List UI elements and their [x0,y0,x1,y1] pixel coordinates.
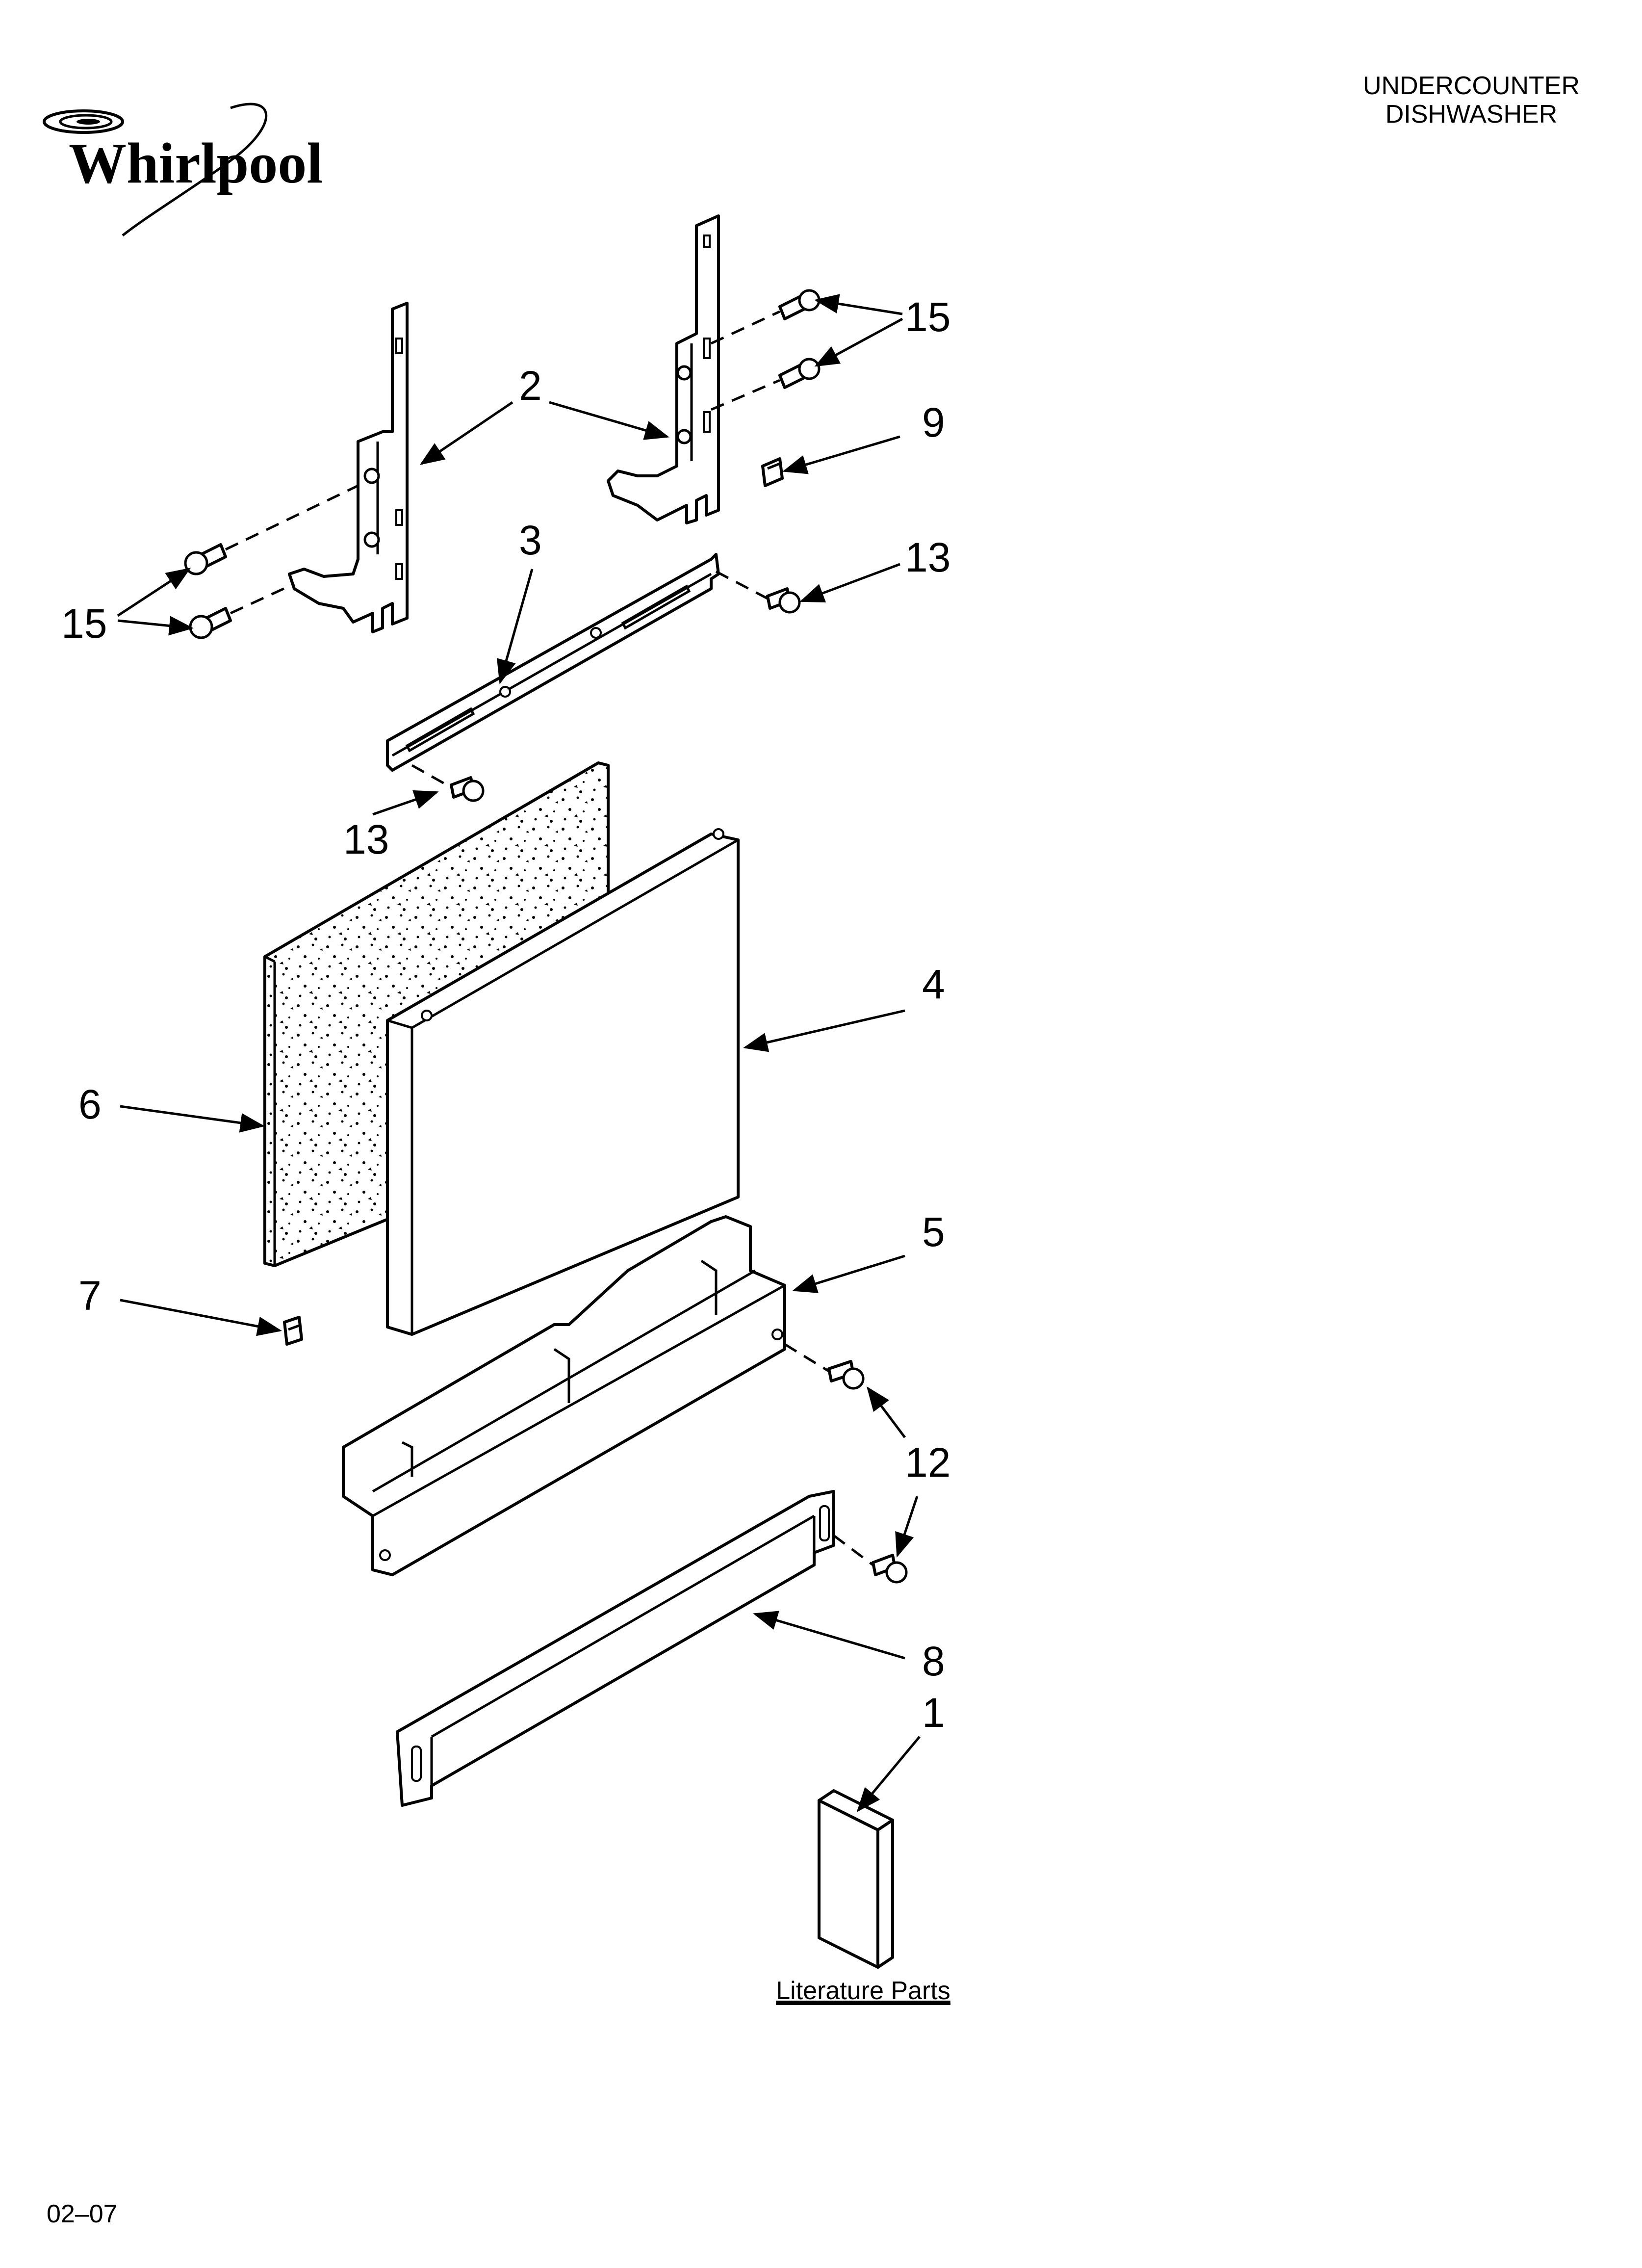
callout-9: 9 [922,399,945,445]
header-line-1: UNDERCOUNTER [1363,72,1580,100]
callout-5: 5 [922,1209,945,1255]
logo-wordmark: Whirlpool [69,131,323,195]
mounting-bracket-3 [386,553,720,772]
right-hinge-bracket [607,214,720,524]
callout-4: 4 [922,961,945,1007]
callout-6: 6 [78,1081,102,1127]
callout-15-top: 15 [905,294,950,340]
left-hinge-bracket [288,302,409,633]
screw-12-lower [872,1554,908,1584]
screw-15-left-a [184,543,227,575]
callout-15-left: 15 [61,600,107,647]
literature-book-1 [818,1789,894,1969]
callout-7: 7 [78,1273,102,1319]
screw-12-upper [827,1360,865,1390]
callout-13-left: 13 [343,816,389,862]
header-line-2: DISHWASHER [1385,100,1558,129]
literature-parts-caption: Literature Parts [776,1977,950,2005]
screw-13-right [766,587,801,614]
callout-8: 8 [922,1638,945,1684]
door-panel-4 [386,828,740,1336]
screw-13-left [450,776,485,802]
screw-15-upper-b [778,358,821,389]
leader-arrows [117,294,921,1812]
callout-13-right: 13 [905,534,950,580]
clip-9 [761,457,784,487]
screw-15-left-b [189,607,232,639]
callout-labels: 15 2 9 15 3 13 13 4 6 5 7 12 8 1 [61,294,950,1736]
toe-panel-bracket-5 [342,1215,786,1576]
callout-3: 3 [519,517,542,563]
footer-code: 02–07 [47,2200,118,2228]
whirlpool-logo: Whirlpool [43,103,323,236]
callout-12: 12 [905,1439,950,1486]
toe-kick-8 [396,1490,835,1807]
callout-1: 1 [922,1690,945,1736]
callout-2: 2 [519,363,542,409]
screw-15-upper-a [778,289,821,320]
clip-7 [283,1316,303,1346]
